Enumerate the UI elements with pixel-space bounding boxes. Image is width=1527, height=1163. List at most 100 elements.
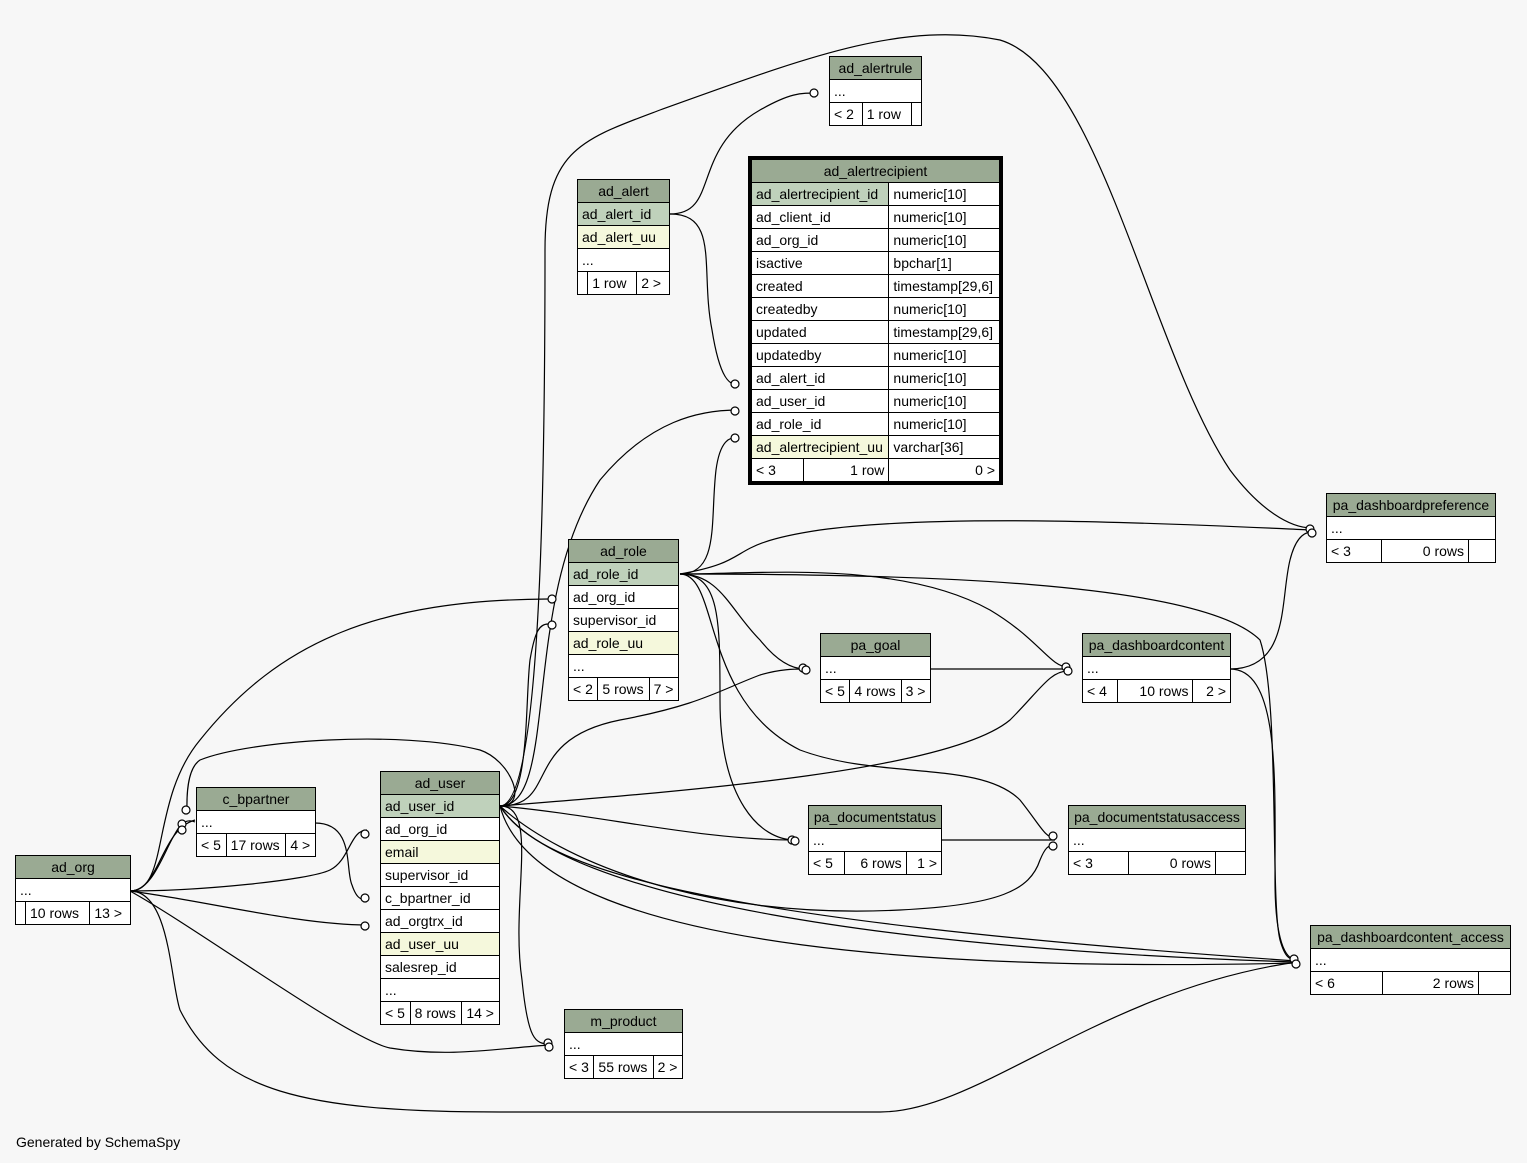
table-title[interactable]: ad_alert [577,179,670,203]
ellipsis-row: ... [808,828,942,852]
row-count: 10 rows [1116,679,1194,703]
children-count[interactable]: 13 > [89,901,131,925]
row-count: 0 rows [1128,851,1216,875]
table-title[interactable]: pa_documentstatusaccess [1068,805,1246,829]
edge-user-contentaccess-3 [499,805,1298,966]
parents-count[interactable]: < 2 [829,102,863,126]
column-name: created [750,274,890,298]
children-count[interactable]: 4 > [285,833,316,857]
column-type: numeric[10] [888,412,1000,436]
edge-user-goal [499,668,806,807]
parents-count[interactable]: < 3 [751,458,804,482]
column-ad_role_id: ad_role_id [568,562,679,586]
column-name: updatedby [750,343,890,367]
row-count: 17 rows [225,833,287,857]
column-name: ad_alert_id [750,366,890,390]
table-ad_role[interactable]: ad_role ad_role_id ad_org_id supervisor_… [567,539,680,701]
children-count[interactable]: 7 > [648,677,680,701]
children-count[interactable]: 1 > [905,851,943,875]
row-count: 55 rows [593,1055,654,1079]
edge-org-orgtrx [129,890,368,926]
table-title[interactable]: pa_documentstatus [808,805,942,829]
row-count: 1 row [861,102,912,126]
edge-role-contentaccess [679,573,1298,961]
table-title[interactable]: pa_dashboardpreference [1326,493,1496,517]
children-count[interactable]: 2 > [636,271,670,295]
parents-count[interactable]: < 3 [563,1055,595,1079]
parents-count[interactable] [15,901,26,925]
edge-end-marker [547,620,557,630]
generated-by-footer: Generated by SchemaSpy [16,1134,181,1150]
edge-user-contentaccess-2 [499,805,1298,962]
edge-org-userorg [129,829,368,892]
parents-count[interactable]: < 2 [567,677,599,701]
column-c_bpartner_id: c_bpartner_id [380,886,500,910]
edge-alert-alertrule [669,92,819,215]
children-count[interactable] [1468,539,1496,563]
table-title[interactable]: pa_dashboardcontent_access [1310,925,1511,949]
row-count: 1 row [802,458,890,482]
table-title[interactable]: pa_goal [820,633,931,657]
parents-count[interactable]: < 5 [196,833,227,857]
column-ad_user_id: ad_user_id [380,794,500,818]
column-name: ad_alertrecipient_uu [750,435,890,459]
children-count[interactable]: 2 > [1192,679,1231,703]
edge-role-goal [679,573,806,670]
table-title[interactable]: ad_role [568,539,679,563]
column-name: ad_org_id [750,228,890,252]
edge-org-role [129,598,549,892]
parents-count[interactable] [576,271,589,295]
edge-end-marker [1307,528,1317,538]
children-count[interactable]: 14 > [461,1001,500,1025]
table-title[interactable]: c_bpartner [196,787,316,811]
table-title[interactable]: pa_dashboardcontent [1082,633,1231,657]
ellipsis-row: ... [1326,516,1496,540]
edge-end-marker [809,88,819,98]
column-supervisor_id: supervisor_id [380,863,500,887]
children-count[interactable]: 3 > [900,679,932,703]
edge-end-marker [790,836,800,846]
column-supervisor_id: supervisor_id [568,608,679,632]
column-name: isactive [750,251,890,275]
column-name: ad_client_id [750,205,890,229]
column-ad_alert_uu: ad_alert_uu [577,225,670,249]
children-count[interactable]: 2 > [652,1055,684,1079]
edge-role-alertrecipient [679,436,739,575]
edge-end-marker [544,1042,554,1052]
edge-end-marker [177,825,187,835]
parents-count[interactable]: < 4 [1082,679,1118,703]
table-ad_alert[interactable]: ad_alert ad_alert_id ad_alert_uu ... 1 r… [576,179,670,295]
table-title[interactable]: m_product [564,1009,683,1033]
table-ad_user[interactable]: ad_user ad_user_id ad_org_id email super… [380,771,500,1025]
table-title[interactable]: ad_user [380,771,500,795]
parents-count[interactable]: < 3 [1326,539,1382,563]
children-count[interactable]: 0 > [888,458,1000,482]
children-count[interactable] [1478,971,1511,995]
parents-count[interactable]: < 5 [808,851,845,875]
row-count: 5 rows [597,677,650,701]
column-type: numeric[10] [888,205,1000,229]
ellipsis-row: ... [196,810,316,834]
parents-count[interactable]: < 6 [1310,971,1383,995]
parents-count[interactable]: < 5 [819,679,851,703]
parents-count[interactable]: < 5 [380,1001,411,1025]
table-title[interactable]: ad_org [15,855,131,879]
parents-count[interactable]: < 3 [1068,851,1129,875]
column-name: updated [750,320,890,344]
children-count[interactable] [1215,851,1246,875]
table-title[interactable]: ad_alertrecipient [751,159,1000,183]
table-title[interactable]: ad_alertrule [829,56,922,80]
children-count[interactable] [910,102,923,126]
